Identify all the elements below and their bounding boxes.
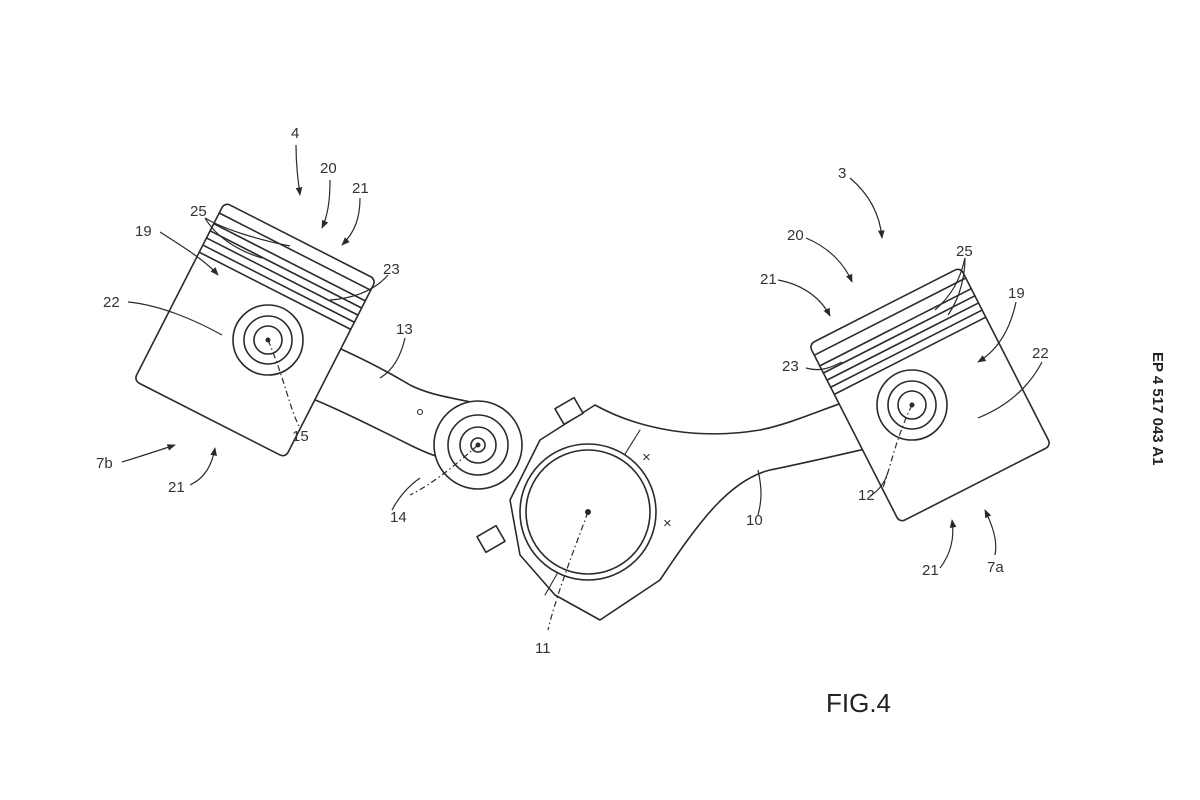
ref-12: 12 <box>858 487 875 504</box>
ref-4: 4 <box>291 125 299 142</box>
reference-numerals: 4 20 21 25 19 23 22 13 15 7b 21 14 11 10… <box>96 125 1049 657</box>
svg-text:×: × <box>663 515 672 532</box>
ref-3: 3 <box>838 165 846 182</box>
publication-number: EP 4 517 043 A1 <box>1149 352 1166 465</box>
figure-label: FIG.4 <box>826 688 891 718</box>
ref-25-right: 25 <box>956 243 973 260</box>
ref-15: 15 <box>292 428 309 445</box>
ref-19-left: 19 <box>135 223 152 240</box>
ref-13: 13 <box>396 321 413 338</box>
crank-arm-10: × × <box>476 391 906 621</box>
ref-20-right: 20 <box>787 227 804 244</box>
ref-22-right: 22 <box>1032 345 1049 362</box>
svg-text:×: × <box>642 449 651 466</box>
piston-left-4 <box>135 203 375 457</box>
ref-21-left-bottom: 21 <box>168 479 185 496</box>
ref-21-right-bottom: 21 <box>922 562 939 579</box>
ref-11: 11 <box>535 640 551 657</box>
ref-23-right: 23 <box>782 358 799 375</box>
ref-25-left: 25 <box>190 203 207 220</box>
leader-lines <box>121 144 1043 569</box>
ref-20-left: 20 <box>320 160 337 177</box>
ref-19-right: 19 <box>1008 285 1025 302</box>
ref-23-left: 23 <box>383 261 400 278</box>
ref-7b: 7b <box>96 455 113 472</box>
axis-lines <box>267 339 913 631</box>
ref-7a: 7a <box>987 559 1004 576</box>
ref-21-right-top: 21 <box>760 271 777 288</box>
ref-14: 14 <box>390 509 407 526</box>
ref-21-left-top: 21 <box>352 180 369 197</box>
ref-10: 10 <box>746 512 763 529</box>
ref-22-left: 22 <box>103 294 120 311</box>
